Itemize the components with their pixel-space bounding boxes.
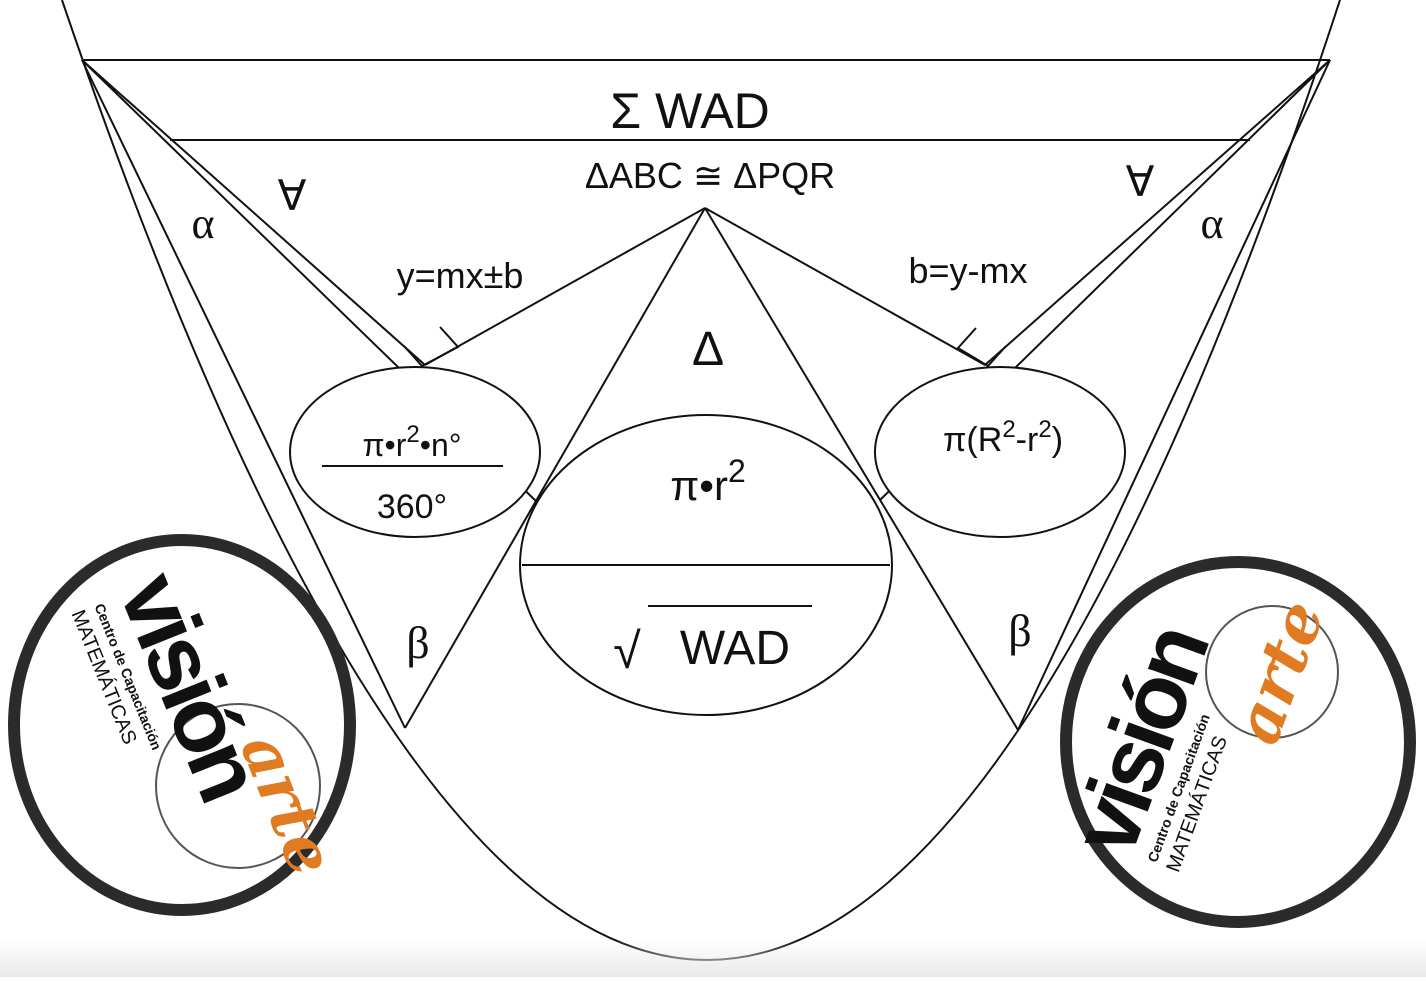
- left-logo-inner-circle: [155, 703, 321, 869]
- right-inner-line: [984, 59, 1331, 366]
- left-circle: [289, 366, 541, 538]
- right-logo-ring: [1060, 556, 1416, 928]
- right-to-apex-line: [704, 207, 986, 366]
- top-formula: Σ WAD: [610, 83, 770, 139]
- center-circle-area: π•r2: [670, 453, 745, 509]
- right-alpha-symbol: α: [1200, 199, 1223, 248]
- left-alpha-symbol: α: [191, 199, 214, 248]
- left-forall-symbol: ∀: [278, 172, 307, 219]
- left-right-angle-mark: [403, 326, 460, 368]
- left-equation: y=mx±b: [397, 255, 524, 296]
- right-circle-formula: π(R2-r2): [943, 416, 1063, 459]
- left-circle-denominator: 360°: [377, 488, 447, 526]
- root-symbol: √: [613, 623, 641, 679]
- congruence-statement: ΔABC ≅ ΔPQR: [585, 155, 835, 196]
- right-beta-symbol: β: [1008, 605, 1031, 656]
- right-right-angle-mark: [956, 327, 1007, 368]
- apex-right-line: [704, 207, 1019, 731]
- root-text: WAD: [680, 622, 790, 675]
- right-logo-inner-circle: [1205, 605, 1339, 739]
- left-circle-numerator: π•r2•n°: [362, 421, 461, 463]
- left-to-apex-line: [424, 207, 706, 366]
- bottom-shadow: [0, 940, 1426, 977]
- right-logo: visión Centro de Capacitación MATEMÁTICA…: [1053, 556, 1416, 928]
- left-outer-line: [81, 59, 406, 729]
- left-inner-line: [81, 59, 426, 366]
- left-logo: visión Centro de Capacitación MATEMÁTICA…: [8, 534, 356, 916]
- right-equation: b=y-mx: [908, 250, 1027, 291]
- triangle-symbol: Δ: [692, 323, 724, 376]
- left-beta-symbol: β: [406, 617, 429, 668]
- right-circle: [874, 366, 1126, 538]
- apex-left-line: [404, 207, 706, 729]
- right-outer-line: [1017, 59, 1331, 731]
- right-forall-symbol: ∀: [1126, 158, 1155, 205]
